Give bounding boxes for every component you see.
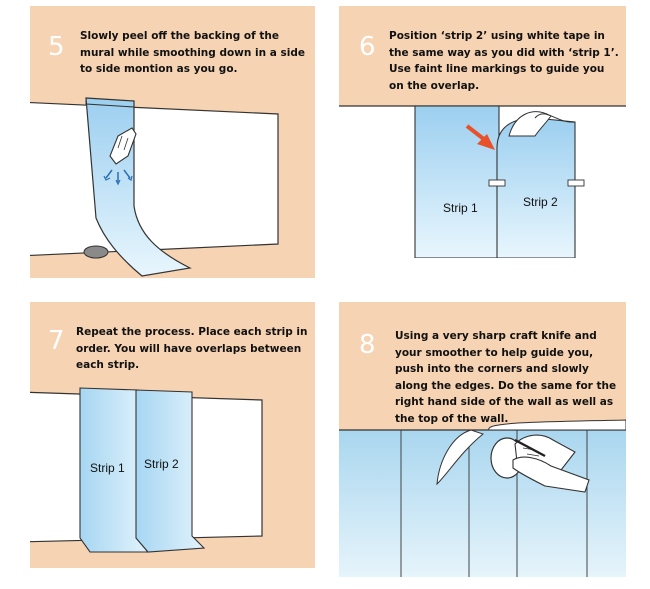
step-6-illustration: Strip 1 Strip 2: [339, 105, 626, 258]
step-7-caption: Repeat the process. Place each strip in …: [76, 326, 308, 371]
step-7-panel: 7 Repeat the process. Place each strip i…: [30, 302, 315, 568]
step-8-illustration: [339, 419, 626, 577]
white-tape-icon-2: [567, 179, 585, 187]
strip-2: [496, 117, 576, 258]
strip-1-label: Strip 1: [443, 201, 478, 215]
red-arrow-icon: [465, 124, 495, 150]
step-6-caption: Position ‘strip 2’ using white tape in t…: [389, 30, 619, 92]
smoothing-hand-icon: [109, 127, 137, 165]
wall-illustration: [30, 101, 279, 257]
step-8-caption: Using a very sharp craft knife and your …: [395, 330, 617, 425]
hands-icon: [512, 434, 590, 493]
strip-1: [414, 105, 500, 258]
step-7-illustration: Strip 1 Strip 2: [30, 387, 263, 553]
strip-2-label: Strip 2: [523, 195, 558, 209]
white-tape-icon: [488, 179, 506, 187]
mural-strip: [85, 97, 192, 277]
step-5-number: 5: [48, 32, 65, 62]
step-8-panel: 8 Using a very sharp craft knife and you…: [339, 302, 626, 577]
step-8-number: 8: [359, 330, 376, 360]
strip-2-label: Strip 2: [144, 457, 179, 471]
craft-knife-icon: [514, 438, 546, 458]
mural-wall: [339, 430, 626, 577]
step-5-caption: Slowly peel off the backing of the mural…: [80, 30, 305, 75]
step-6-number: 6: [359, 32, 376, 62]
step-5-illustration: [30, 97, 279, 277]
motion-arrows-icon: [103, 169, 133, 186]
step-5-panel: 5 Slowly peel off the backing of the mur…: [30, 6, 315, 278]
strip-2: [135, 389, 206, 553]
step-7-number: 7: [48, 326, 65, 356]
step-6-panel: 6 Position ‘strip 2’ using white tape in…: [339, 6, 626, 258]
strip-1-label: Strip 1: [90, 461, 125, 475]
